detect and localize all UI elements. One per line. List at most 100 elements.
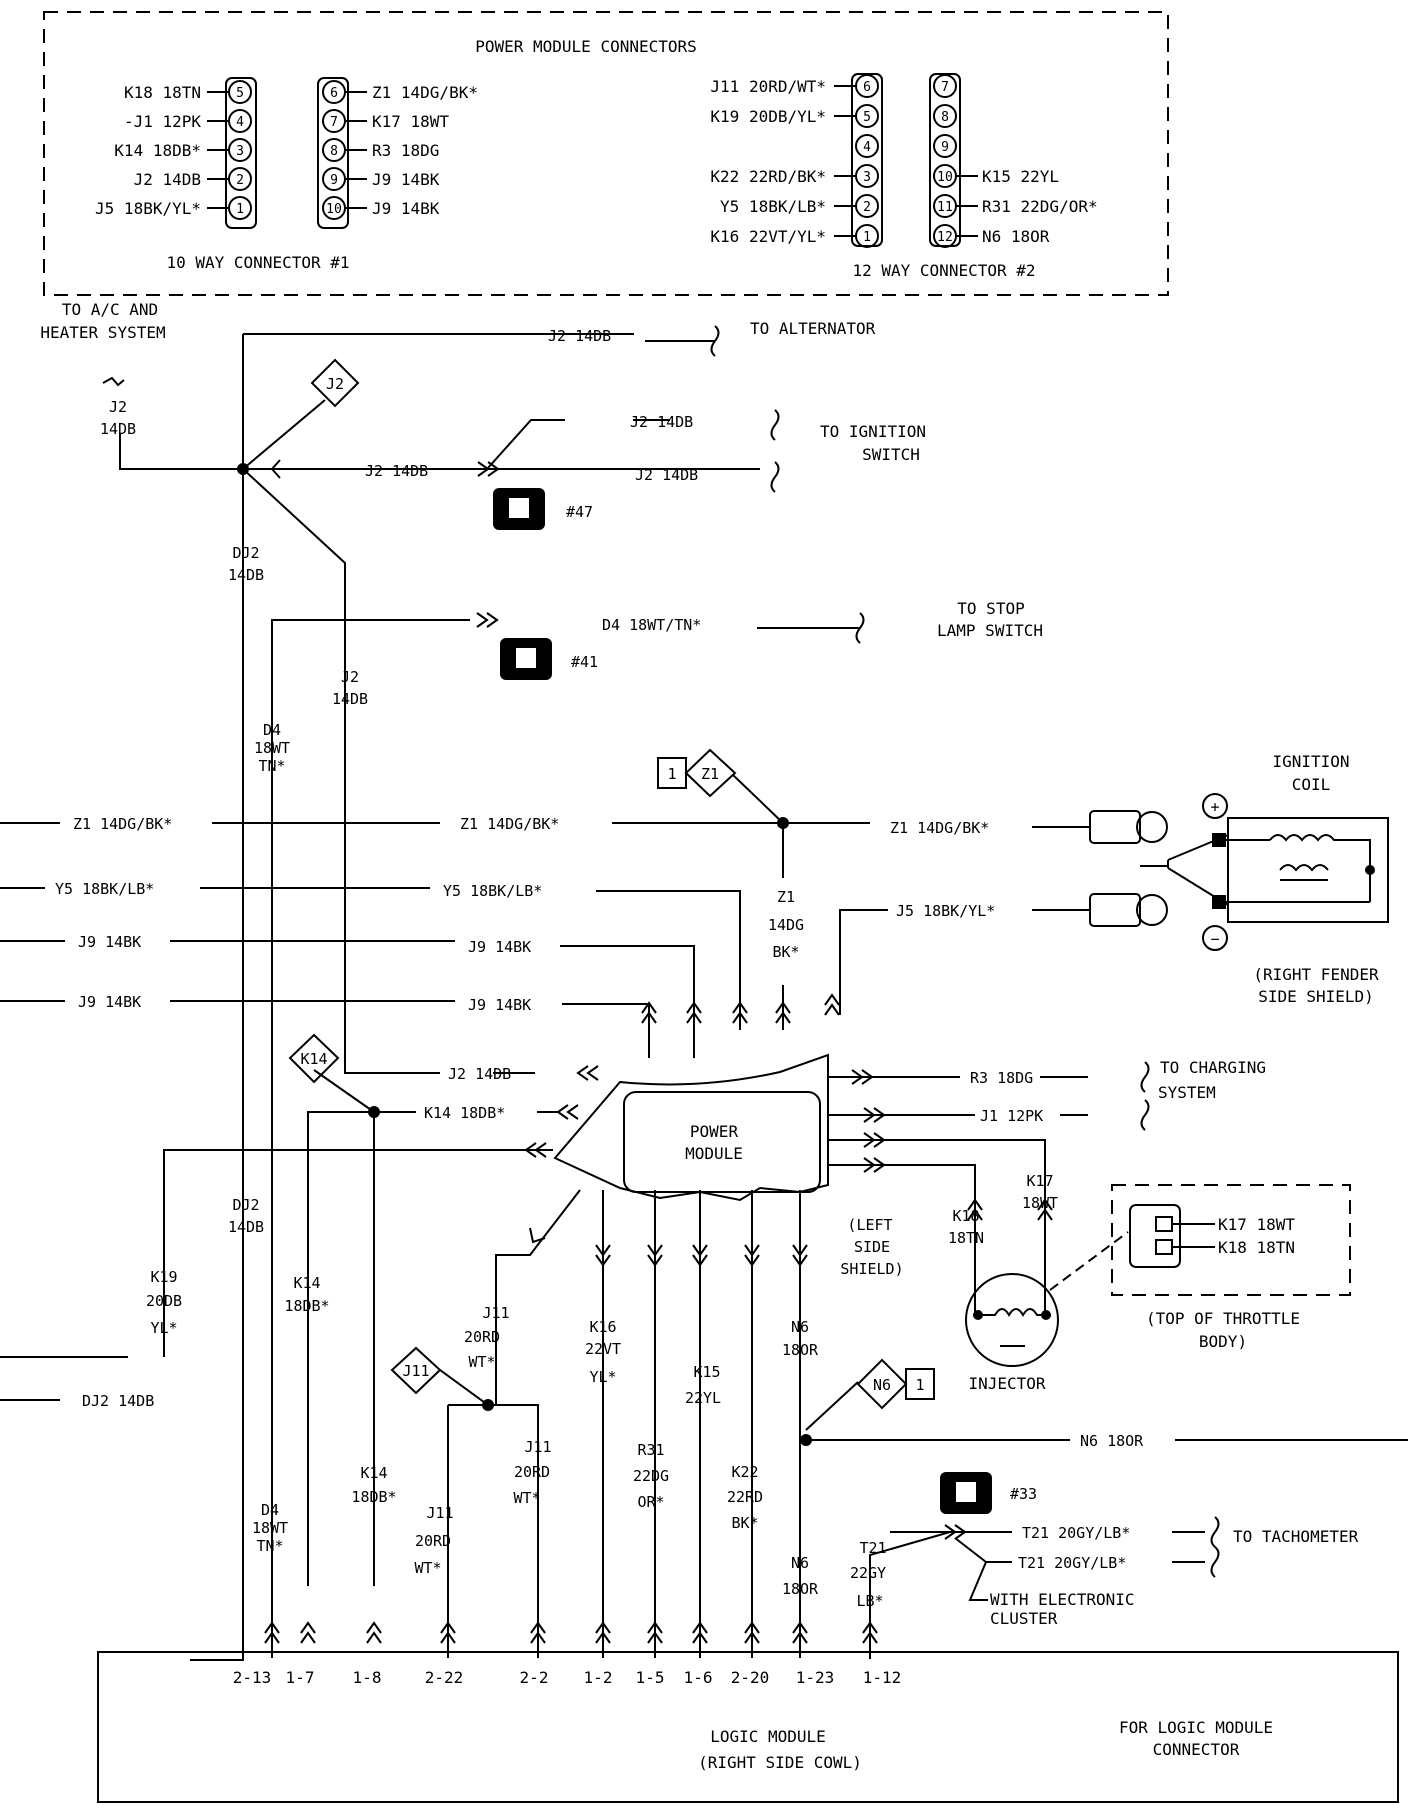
connector1-right-body <box>317 77 349 229</box>
svg-text:N6: N6 <box>791 1318 809 1336</box>
svg-text:CLUSTER: CLUSTER <box>990 1609 1058 1628</box>
svg-text:J11: J11 <box>482 1304 509 1322</box>
svg-text:20RD: 20RD <box>415 1532 451 1550</box>
coil-plus-sign: + <box>1210 798 1219 816</box>
svg-text:#41: #41 <box>571 653 598 671</box>
connector2-left-body <box>851 73 883 247</box>
svg-text:18OR: 18OR <box>782 1341 819 1359</box>
logic-pin-label: 1-7 <box>286 1668 315 1687</box>
logic-module: LOGIC MODULE (RIGHT SIDE COWL) FOR LOGIC… <box>97 1651 1399 1803</box>
connector-pin-number: 10 <box>937 170 953 185</box>
connector-pin-number: 9 <box>941 140 949 155</box>
connector-pin-number: 12 <box>937 230 953 245</box>
svg-text:POWER: POWER <box>690 1122 739 1141</box>
svg-text:18WT: 18WT <box>254 739 290 757</box>
svg-text:HEATER SYSTEM: HEATER SYSTEM <box>40 323 165 342</box>
pin-wire-label: Z1 14DG/BK* <box>372 83 478 102</box>
svg-text:N6: N6 <box>873 1376 891 1394</box>
pin-wire-label: K18 18TN <box>124 83 201 102</box>
svg-text:J9 14BK: J9 14BK <box>468 938 531 956</box>
svg-text:(TOP OF THROTTLE: (TOP OF THROTTLE <box>1146 1309 1300 1328</box>
logic-pin-label: 1-12 <box>863 1668 902 1687</box>
svg-text:1: 1 <box>915 1376 924 1394</box>
svg-text:WT*: WT* <box>414 1559 441 1577</box>
pin-wire-label: J5 18BK/YL* <box>95 199 201 218</box>
svg-text:SWITCH: SWITCH <box>862 445 920 464</box>
svg-text:IGNITION: IGNITION <box>1272 752 1349 771</box>
svg-text:K17: K17 <box>1026 1172 1053 1190</box>
svg-text:J2: J2 <box>109 398 127 416</box>
logic-pin-label: 1-6 <box>684 1668 713 1687</box>
logic-pin-label: 2-13 <box>233 1668 272 1687</box>
pin-wire-label: R31 22DG/OR* <box>982 197 1098 216</box>
svg-text:(RIGHT SIDE COWL): (RIGHT SIDE COWL) <box>698 1753 862 1772</box>
connector-pin-number: 5 <box>863 110 871 125</box>
connector-pin-number: 1 <box>863 230 871 245</box>
svg-text:#47: #47 <box>566 503 593 521</box>
connector-pin-number: 7 <box>941 80 949 95</box>
svg-text:Y5 18BK/LB*: Y5 18BK/LB* <box>443 882 542 900</box>
splice-dots <box>237 463 812 1446</box>
svg-text:22RD: 22RD <box>727 1488 763 1506</box>
svg-text:SYSTEM: SYSTEM <box>1158 1083 1216 1102</box>
connector-pin-number: 1 <box>236 202 244 217</box>
svg-text:J2 14DB: J2 14DB <box>635 466 698 484</box>
svg-text:Z1 14DG/BK*: Z1 14DG/BK* <box>460 815 559 833</box>
splice-n6-tag: N6 1 <box>856 1358 935 1410</box>
svg-text:LOGIC MODULE: LOGIC MODULE <box>710 1727 826 1746</box>
pin-wire-label: J2 14DB <box>134 170 201 189</box>
svg-text:T21 20GY/LB*: T21 20GY/LB* <box>1018 1554 1126 1572</box>
svg-text:18DB*: 18DB* <box>284 1297 329 1315</box>
svg-text:14DG: 14DG <box>768 916 804 934</box>
power-module: POWER MODULE <box>553 1053 829 1202</box>
svg-text:J2: J2 <box>341 668 359 686</box>
logic-pin-label: 1-5 <box>636 1668 665 1687</box>
svg-text:K15: K15 <box>693 1363 720 1381</box>
svg-text:YL*: YL* <box>150 1319 177 1337</box>
svg-text:R31: R31 <box>637 1441 664 1459</box>
svg-text:14DB: 14DB <box>228 1218 264 1236</box>
connector-pin-number: 4 <box>863 140 871 155</box>
coil-minus-sign: − <box>1210 930 1219 948</box>
splice-z1-tag: 1 Z1 <box>657 748 737 798</box>
pin-wire-label: -J1 12PK <box>124 112 201 131</box>
svg-text:TO A/C AND: TO A/C AND <box>62 300 158 319</box>
connector1-label: 10 WAY CONNECTOR #1 <box>166 253 349 272</box>
svg-text:K16: K16 <box>589 1318 616 1336</box>
svg-text:K14 18DB*: K14 18DB* <box>424 1104 505 1122</box>
pin-wire-label: K15 22YL <box>982 167 1059 186</box>
connector-pin-number: 2 <box>863 200 871 215</box>
svg-text:TO IGNITION: TO IGNITION <box>820 422 926 441</box>
svg-text:K19: K19 <box>150 1268 177 1286</box>
svg-text:TN*: TN* <box>258 757 285 775</box>
svg-text:BK*: BK* <box>731 1514 758 1532</box>
connector-pin <box>855 134 879 158</box>
svg-text:WT*: WT* <box>468 1353 495 1371</box>
svg-text:DJ2 14DB: DJ2 14DB <box>82 1392 154 1410</box>
svg-text:22GY: 22GY <box>850 1564 886 1582</box>
connector-pin-number: 2 <box>236 173 244 188</box>
logic-pin-label: 1-23 <box>796 1668 835 1687</box>
svg-text:22YL: 22YL <box>685 1389 721 1407</box>
pin-wire-label: Y5 18BK/LB* <box>720 197 826 216</box>
svg-text:18DB*: 18DB* <box>351 1488 396 1506</box>
pin-wire-label: K22 22RD/BK* <box>710 167 826 186</box>
svg-text:FOR LOGIC MODULE: FOR LOGIC MODULE <box>1119 1718 1273 1737</box>
logic-pin-label: 1-8 <box>353 1668 382 1687</box>
svg-text:Z1: Z1 <box>701 765 719 783</box>
svg-text:Z1 14DG/BK*: Z1 14DG/BK* <box>73 815 172 833</box>
svg-text:N6: N6 <box>791 1554 809 1572</box>
svg-text:K18 18TN: K18 18TN <box>1218 1238 1295 1257</box>
svg-text:J9 14BK: J9 14BK <box>78 933 141 951</box>
logic-pin-label: 2-22 <box>425 1668 464 1687</box>
svg-text:18WT: 18WT <box>1022 1194 1058 1212</box>
logic-pin-label: 2-2 <box>520 1668 549 1687</box>
svg-text:DJ2: DJ2 <box>232 544 259 562</box>
svg-text:LAMP SWITCH: LAMP SWITCH <box>937 621 1043 640</box>
connector-pin-number: 8 <box>330 144 338 159</box>
svg-text:22DG: 22DG <box>633 1467 669 1485</box>
pin-wire-label: K17 18WT <box>372 112 449 131</box>
svg-text:(LEFT: (LEFT <box>847 1216 892 1234</box>
